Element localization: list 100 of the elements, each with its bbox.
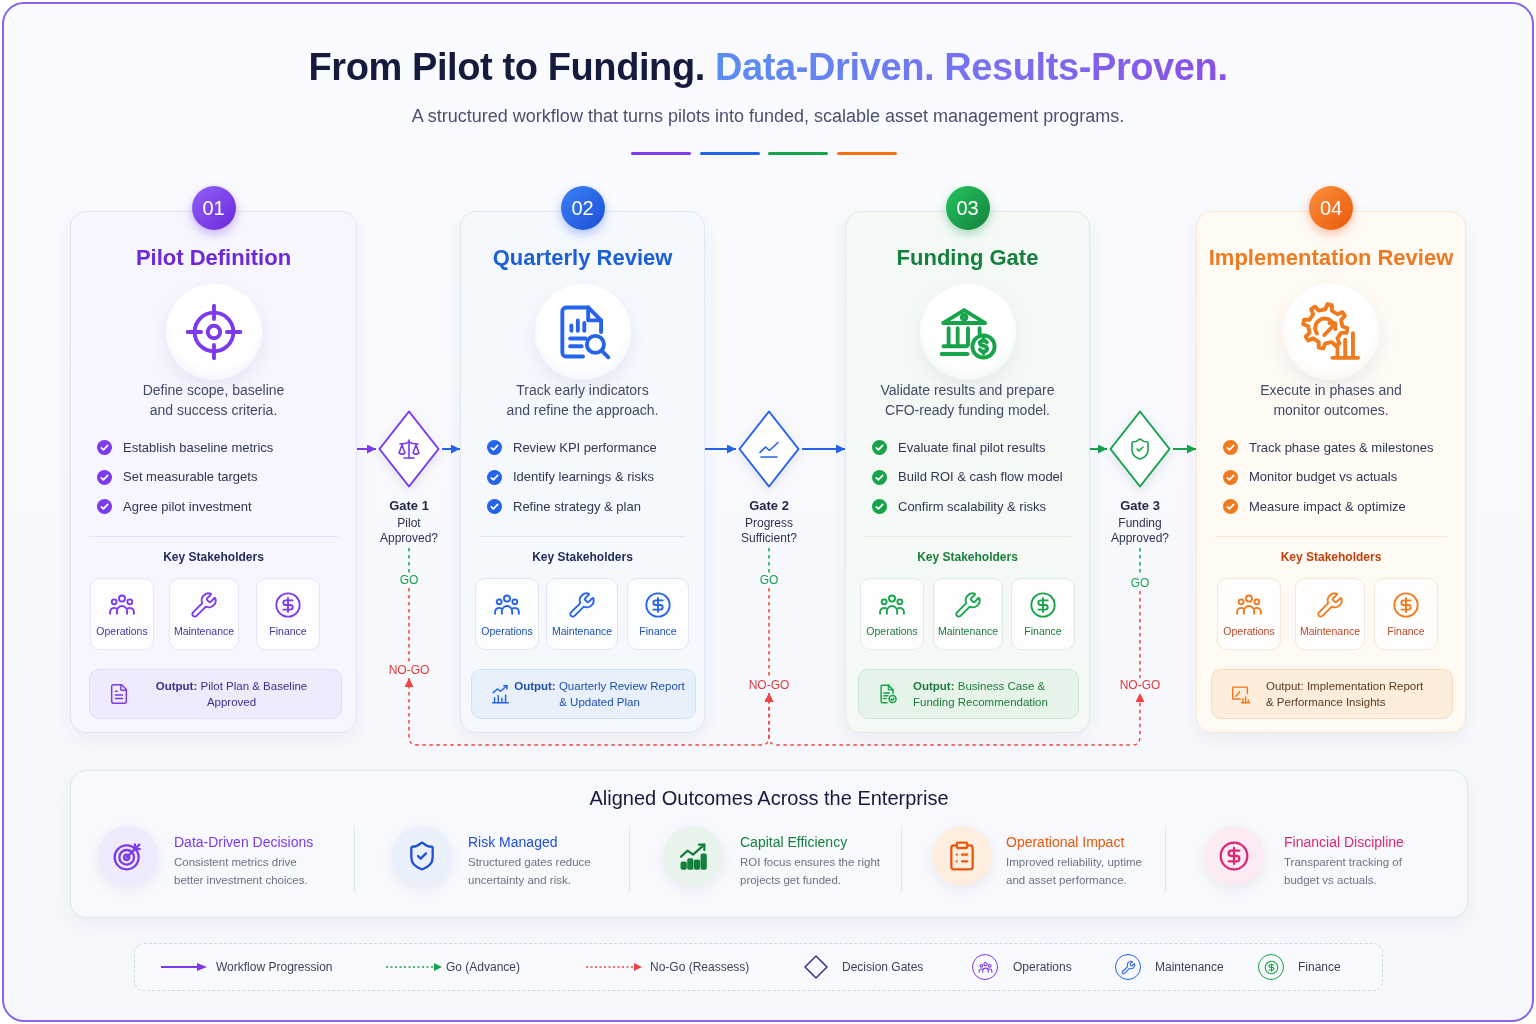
subtitle: A structured workflow that turns pilots into funded, scalable asset management programs. <box>411 105 1125 127</box>
outcome-title: Risk Managed <box>468 833 558 851</box>
output-box <box>471 669 696 719</box>
legend-label: Operations <box>1013 959 1072 975</box>
stakeholder-tile <box>1295 578 1365 650</box>
outcome-description: ROI focus ensures the right projects get funded. <box>740 855 881 888</box>
checklist-item: Agree pilot investment <box>123 498 252 515</box>
checklist-item: Confirm scalability & risks <box>898 498 1047 515</box>
arrow <box>704 444 737 454</box>
checklist-item: Set measurable targets <box>123 469 258 486</box>
arrow <box>801 444 846 454</box>
output-text: Output: Implementation Report & Performance Insights <box>1266 679 1425 710</box>
stakeholder-tile <box>627 578 689 650</box>
stakeholder-label: Maintenance <box>551 625 613 637</box>
stakeholder-label: Operations <box>96 625 148 637</box>
stakeholder-label: Operations <box>866 625 918 637</box>
checklist-item: Evaluate final pilot results <box>898 439 1046 456</box>
stakeholder-tile <box>256 578 320 650</box>
stakeholder-label: Maintenance <box>937 625 999 637</box>
outcome-title: Financial Discipline <box>1284 833 1404 851</box>
dashed-connector-line <box>408 587 410 664</box>
stakeholder-label: Maintenance <box>1299 625 1361 637</box>
stakeholder-tile <box>546 578 618 650</box>
stakeholder-label: Finance <box>639 625 677 637</box>
decision-label: NO-GO <box>745 678 793 693</box>
stakeholder-label: Operations <box>1223 625 1275 637</box>
outcomes-panel <box>70 770 1468 918</box>
output-text: Output: Quarterly Review Report & Updated Plan <box>513 679 686 710</box>
outcome-title: Operational Impact <box>1006 833 1125 851</box>
stage-description: Define scope, baseline and success criteria. <box>141 381 286 420</box>
stakeholder-tile <box>860 578 924 650</box>
gate-label: Gate 1 <box>389 498 429 514</box>
output-text: Output: Pilot Plan & Baseline Approved <box>154 679 309 710</box>
stakeholder-label: Maintenance <box>173 625 235 637</box>
output-box <box>1211 669 1453 719</box>
checklist-item: Track phase gates & milestones <box>1249 439 1434 456</box>
legend-label: Maintenance <box>1155 959 1224 975</box>
gate-label: Gate 3 <box>1120 498 1160 514</box>
gate-question: Pilot Approved? <box>378 516 439 546</box>
checklist-item: Identify learnings & risks <box>513 469 654 486</box>
decision-label: NO-GO <box>1116 678 1164 693</box>
step-badge: 04 <box>1309 186 1353 230</box>
gate-question: Funding Approved? <box>1109 516 1170 546</box>
outcome-description: Consistent metrics drive better investment choices. <box>174 855 309 888</box>
gate-label: Gate 2 <box>749 498 789 514</box>
checklist-item: Monitor budget vs actuals <box>1249 469 1398 486</box>
stage-title: Pilot Definition <box>135 244 292 272</box>
panel-heading: Aligned Outcomes Across the Enterprise <box>589 786 949 810</box>
checklist-item: Review KPI performance <box>513 439 657 456</box>
section-heading: Key Stakeholders <box>532 550 633 564</box>
stage-title: Funding Gate <box>896 244 1039 272</box>
stakeholder-label: Finance <box>269 625 307 637</box>
checklist-item: Refine strategy & plan <box>513 498 641 515</box>
section-heading: Key Stakeholders <box>917 550 1018 564</box>
legend-label: Go (Advance) <box>446 959 521 975</box>
outcome-description: Transparent tracking of budget vs actuals. <box>1284 855 1403 888</box>
arrow <box>441 444 461 454</box>
legend-label: No-Go (Reassess) <box>650 959 750 975</box>
section-heading: Key Stakeholders <box>1280 550 1382 564</box>
stakeholder-label: Finance <box>1387 625 1425 637</box>
decision-label: GO <box>1126 576 1154 591</box>
stakeholder-tile <box>475 578 539 650</box>
stage-description: Execute in phases and monitor outcomes. <box>1259 381 1403 420</box>
checklist-item: Measure impact & optimize <box>1249 498 1406 515</box>
decision-label: NO-GO <box>385 663 433 678</box>
legend-label: Workflow Progression <box>216 959 333 975</box>
checklist-item: Establish baseline metrics <box>123 439 274 456</box>
stage-title: Implementation Review <box>1208 244 1454 272</box>
stakeholder-tile <box>1217 578 1281 650</box>
dashed-connector-line <box>1139 590 1141 679</box>
decision-label: GO <box>755 573 783 588</box>
stage-description: Validate results and prepare CFO-ready funding model. <box>879 381 1056 420</box>
dashed-connector-line <box>768 547 770 574</box>
stakeholder-tile <box>1374 578 1438 650</box>
stakeholder-label: Operations <box>481 625 533 637</box>
decision-label: GO <box>395 573 423 588</box>
dashed-connector-line <box>408 547 410 574</box>
outcome-title: Capital Efficiency <box>740 833 848 851</box>
stakeholder-tile <box>169 578 239 650</box>
dashed-double-arrow <box>764 692 1145 746</box>
outcome-title: Data-Driven Decisions <box>174 833 314 851</box>
output-box <box>858 669 1079 719</box>
gate-question: Progress Sufficient? <box>740 516 798 546</box>
stakeholder-tile <box>1011 578 1075 650</box>
dashed-connector-line <box>768 587 770 679</box>
section-heading: Key Stakeholders <box>163 550 264 564</box>
arrow <box>1089 444 1108 454</box>
outcome-description: Improved reliability, uptime and asset performance. <box>1006 855 1143 888</box>
arrow <box>356 444 377 454</box>
checklist-item: Build ROI & cash flow model <box>898 469 1063 486</box>
stage-title: Quarterly Review <box>492 244 673 272</box>
stakeholder-tile <box>933 578 1003 650</box>
legend-label: Finance <box>1298 959 1341 975</box>
stage-description: Track early indicators and refine the approach. <box>505 381 660 420</box>
stakeholder-tile <box>90 578 154 650</box>
outcome-description: Structured gates reduce uncertainty and risk. <box>468 855 592 888</box>
legend-label: Decision Gates <box>842 959 924 975</box>
output-text: Output: Business Case & Funding Recommendation <box>913 679 1049 710</box>
arrow <box>1172 444 1197 454</box>
stakeholder-label: Finance <box>1024 625 1062 637</box>
